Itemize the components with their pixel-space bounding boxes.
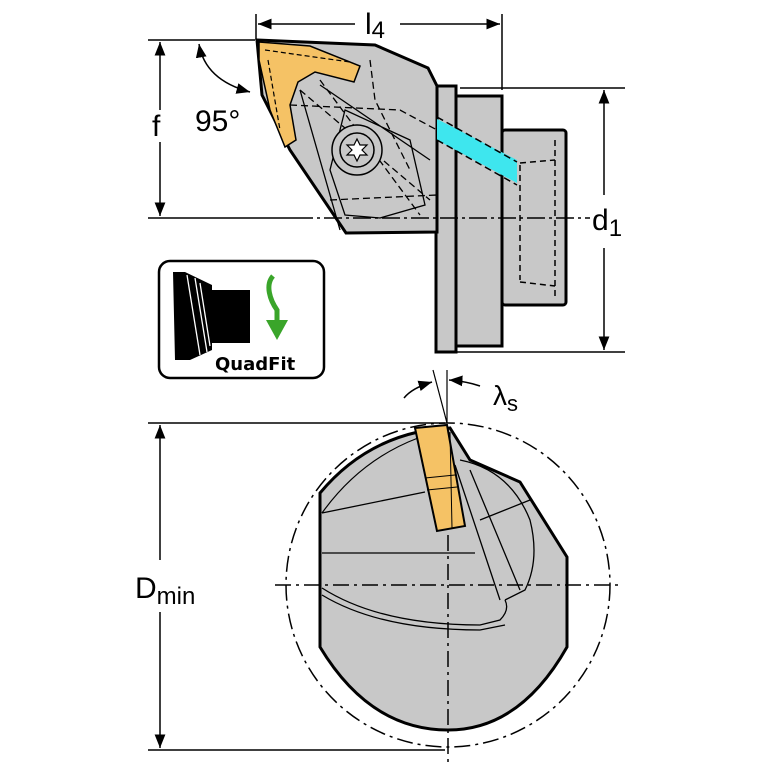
torx-icon	[345, 137, 369, 163]
badge-text: QuadFit	[215, 354, 296, 375]
coolant-channel	[437, 119, 517, 183]
l4-label: l	[365, 8, 372, 41]
end-view-insert	[413, 423, 467, 533]
dimensions-top: l4 f 95° d1	[148, 8, 625, 353]
d1-label: d	[592, 204, 609, 237]
d1-subscript: 1	[609, 215, 622, 242]
l4-subscript: 4	[372, 17, 385, 44]
end-view	[275, 422, 620, 767]
dimensions-bottom: Dmin λs	[135, 369, 518, 751]
f-label: f	[152, 110, 161, 143]
dmin-label: D	[135, 572, 157, 605]
bar-body	[318, 426, 569, 732]
svg-text:d1: d1	[592, 204, 622, 242]
coupling-icon	[173, 272, 250, 360]
cutting-insert	[258, 41, 361, 149]
top-view	[255, 38, 590, 354]
svg-text:λs: λs	[493, 380, 518, 416]
lambda-subscript: s	[507, 391, 518, 416]
quadfit-badge: QuadFit	[157, 259, 326, 380]
angle-label: 95°	[195, 105, 240, 138]
svg-text:Dmin: Dmin	[135, 572, 195, 610]
rotate-down-arrow-icon	[266, 274, 280, 322]
svg-text:l4: l4	[365, 8, 385, 44]
lambda-label: λ	[493, 380, 507, 411]
dmin-subscript: min	[157, 583, 196, 610]
